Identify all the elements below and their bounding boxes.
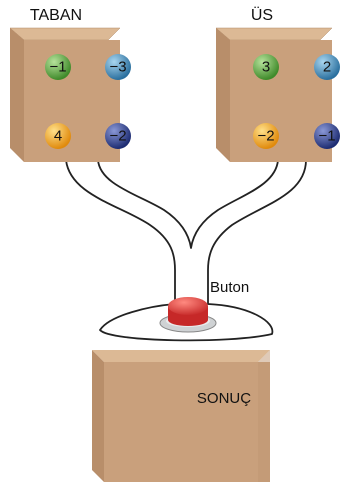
base-ball-1[interactable]: −1 — [45, 54, 71, 80]
exponent-box-top — [215, 27, 333, 41]
exponent-box — [215, 27, 333, 162]
result-box-side — [92, 350, 104, 482]
exponent-ball-4-label: −1 — [318, 128, 335, 145]
result-box-right-edge — [258, 350, 270, 482]
exponent-ball-1-label: 3 — [262, 59, 270, 76]
base-ball-1-label: −1 — [49, 59, 66, 76]
base-ball-4[interactable]: −2 — [105, 123, 131, 149]
exponent-ball-3[interactable]: −2 — [253, 123, 279, 149]
base-ball-2[interactable]: −3 — [105, 54, 131, 80]
base-box-top — [9, 27, 121, 41]
base-box — [9, 27, 121, 162]
base-box-side — [10, 28, 24, 162]
base-title: TABAN — [30, 7, 82, 24]
result-box-front — [104, 362, 270, 482]
button-label: Buton — [210, 279, 249, 296]
exponent-ball-2[interactable]: 2 — [314, 54, 340, 80]
funnel-pipe — [65, 159, 307, 342]
exponent-ball-2-label: 2 — [323, 59, 331, 76]
exponent-box-front — [230, 40, 332, 162]
base-ball-3-label: 4 — [54, 128, 62, 145]
result-box — [92, 350, 270, 482]
push-button[interactable] — [159, 297, 217, 333]
exponent-box-side — [216, 28, 230, 162]
result-box-top — [92, 350, 270, 362]
exponent-ball-4[interactable]: −1 — [314, 123, 340, 149]
exponent-ball-3-label: −2 — [257, 128, 274, 145]
base-box-front — [24, 40, 120, 162]
result-label: SONUÇ — [197, 390, 251, 407]
exponent-ball-1[interactable]: 3 — [253, 54, 279, 80]
base-ball-3[interactable]: 4 — [45, 123, 71, 149]
button-cap-top — [168, 297, 208, 315]
base-ball-4-label: −2 — [109, 128, 126, 145]
base-ball-2-label: −3 — [109, 59, 126, 76]
exponent-title: ÜS — [251, 6, 273, 24]
